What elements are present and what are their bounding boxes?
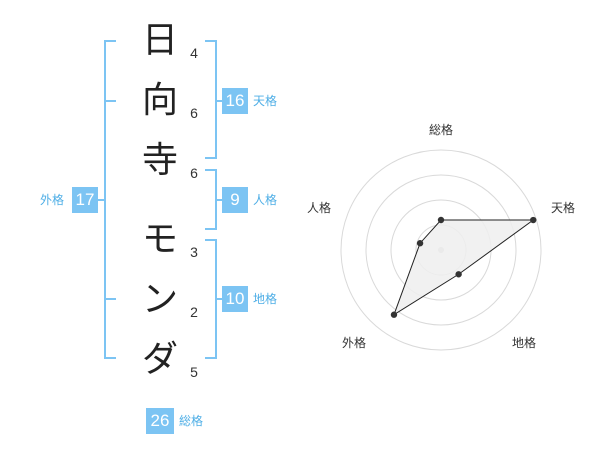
soukaku-label: 総格 [179, 414, 204, 428]
stroke-count-5: 2 [190, 304, 198, 320]
name-char-2: 向 [141, 80, 178, 121]
radar-axis-label-soukaku: 総格 [428, 123, 453, 137]
radar-point-4 [390, 311, 398, 318]
tenkaku-bracket [205, 40, 217, 159]
tenkaku-label: 天格 [253, 94, 278, 108]
gaikaku-value: 17 [72, 187, 98, 213]
gaikaku-label: 外格 [40, 193, 65, 207]
name-char-5: ン [141, 279, 178, 320]
radar-point-5 [416, 240, 424, 247]
radar-point-2 [530, 216, 537, 224]
stroke-count-4: 3 [190, 244, 198, 260]
stroke-count-2: 6 [190, 105, 198, 121]
radar-axis-label-chikaku: 地格 [511, 336, 536, 350]
radar-ring-4 [340, 149, 542, 351]
radar-axis-label-tenkaku: 天格 [550, 201, 575, 215]
chikaku-label: 地格 [253, 292, 278, 306]
stroke-count-1: 4 [190, 45, 198, 61]
name-char-3: 寺 [141, 140, 178, 181]
stroke-count-6: 5 [190, 364, 198, 380]
radar-ring-3 [365, 174, 517, 326]
stroke-count-3: 6 [190, 165, 198, 181]
name-char-1: 日 [141, 20, 178, 61]
name-char-4: モ [141, 219, 178, 260]
radar-data-polygon [393, 219, 535, 316]
radar-axis-label-gaikaku: 外格 [341, 336, 366, 350]
name-char-6: ダ [141, 339, 178, 380]
tenkaku-value: 16 [222, 88, 248, 114]
radar-axis-label-jinkaku: 人格 [306, 201, 331, 215]
soukaku-value: 26 [146, 408, 174, 434]
radar-point-1 [437, 216, 445, 224]
jinkaku-label: 人格 [253, 193, 278, 207]
radar-point-3 [455, 271, 462, 278]
jinkaku-value: 9 [222, 187, 248, 213]
chikaku-value: 10 [222, 286, 248, 312]
